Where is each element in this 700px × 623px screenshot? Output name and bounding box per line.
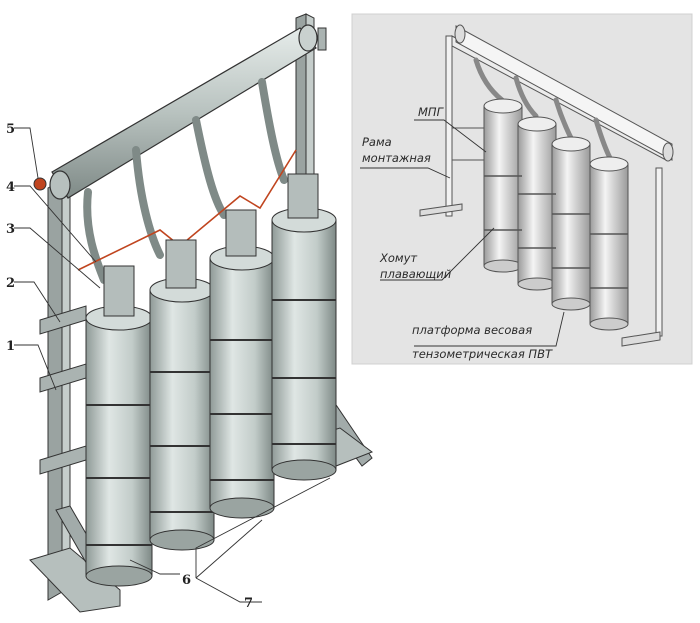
cylinder-2	[149, 239, 215, 551]
bypass-line	[77, 149, 297, 271]
label-platform-1: платформа весовая	[412, 323, 532, 337]
callout-5: 5	[6, 122, 15, 137]
leader-lines	[14, 127, 331, 603]
main-assembly: 1 2 3 4 5 6 7	[6, 13, 374, 613]
callout-7: 7	[244, 596, 253, 611]
cylinder-3	[209, 209, 275, 519]
label-platform-2: тензометрическая ПВТ	[412, 347, 553, 361]
callout-4: 4	[6, 180, 15, 195]
cylinder-4	[271, 173, 337, 481]
label-frame-1: Рама	[362, 135, 392, 149]
inset-panel: МПГ Рама монтажная Хомут плавающий платф…	[351, 13, 693, 365]
label-clamp-2: плавающий	[380, 267, 452, 281]
label-mpg: МПГ	[418, 105, 445, 119]
callout-3: 3	[6, 222, 15, 237]
cylinder-1	[85, 265, 153, 587]
label-frame-2: монтажная	[362, 151, 431, 165]
callout-2: 2	[6, 276, 15, 291]
label-clamp-1: Хомут	[379, 251, 417, 265]
cylinders	[85, 173, 337, 587]
callout-1: 1	[6, 339, 15, 354]
callout-6: 6	[182, 573, 191, 588]
manifold-pipe	[33, 24, 327, 200]
